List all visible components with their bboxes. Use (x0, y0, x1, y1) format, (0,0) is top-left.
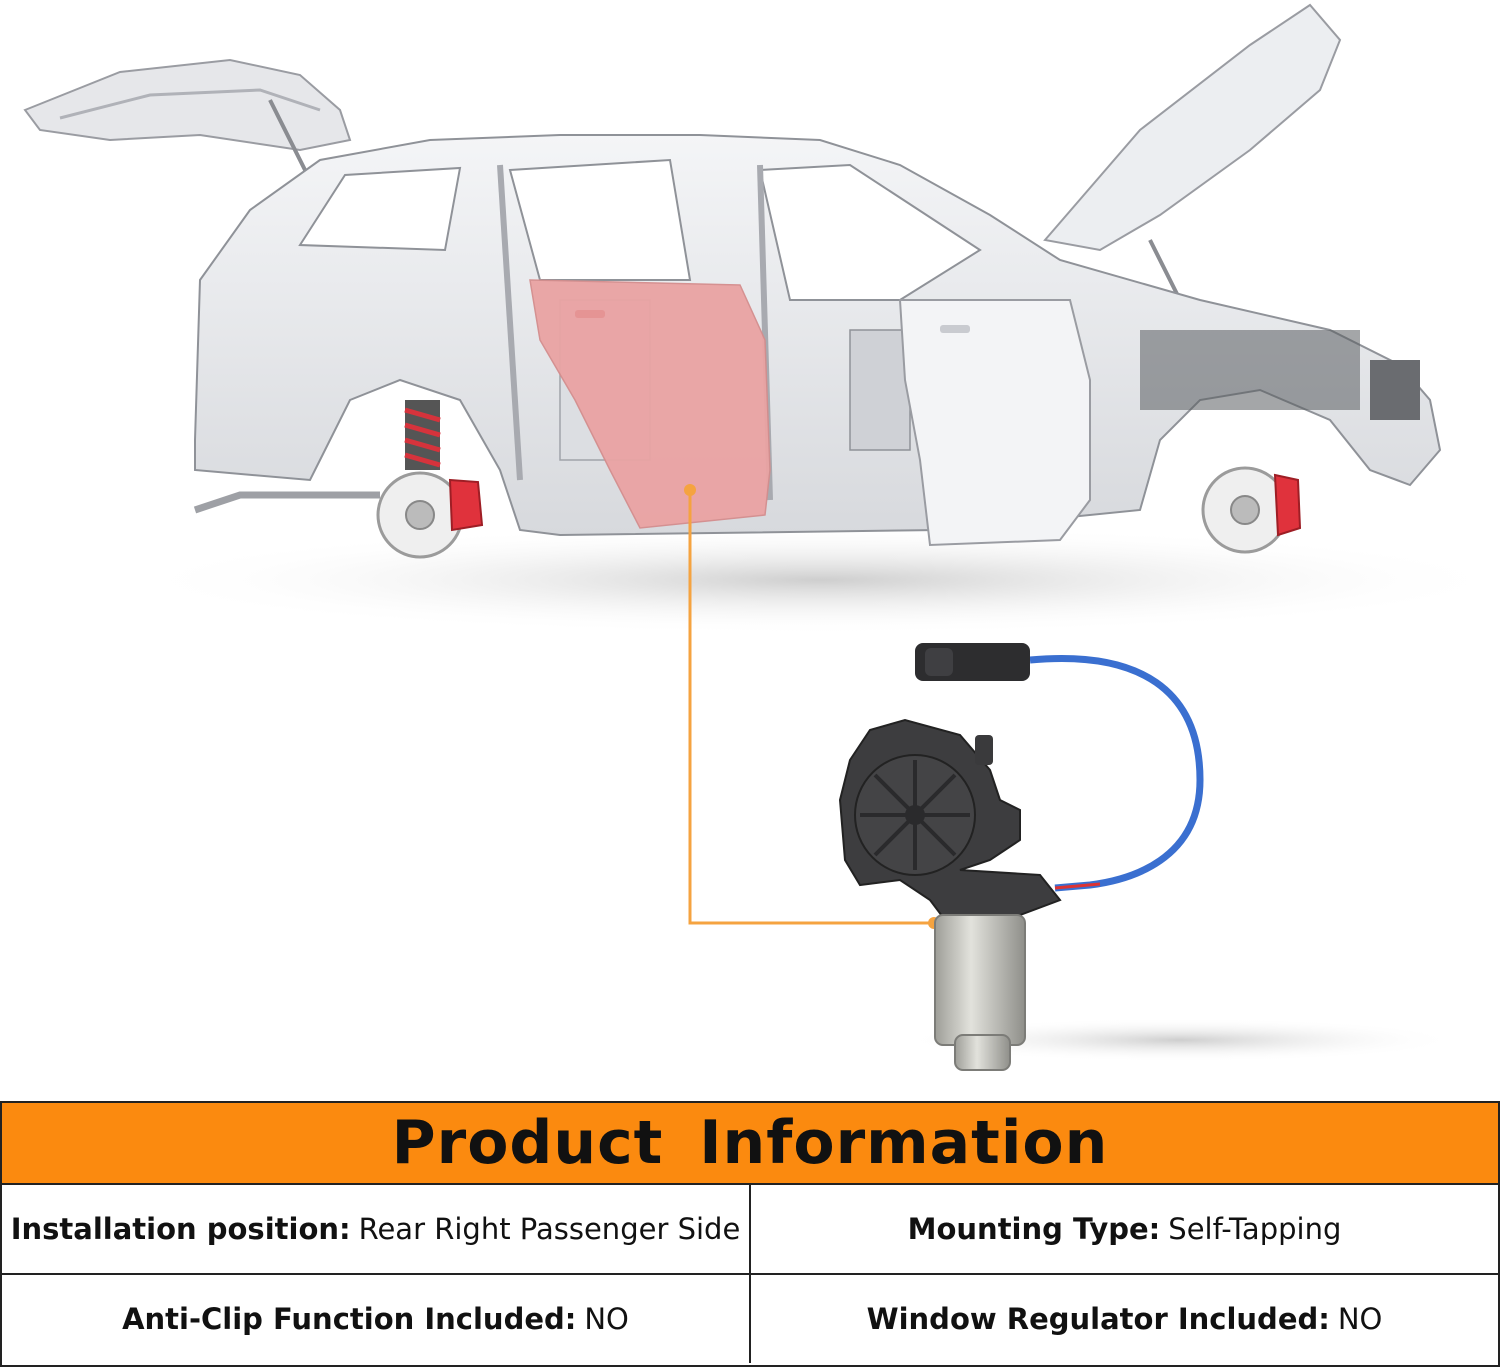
hood (1043, 3, 1342, 252)
mounting-type-cell: Mounting Type: Self-Tapping (751, 1185, 1498, 1273)
mounting-type-label: Mounting Type: (907, 1212, 1161, 1246)
motor-cable (1029, 655, 1204, 892)
anti-clip-value: NO (584, 1302, 629, 1336)
installation-position-label: Installation position: (10, 1212, 351, 1246)
info-row: Anti-Clip Function Included: NO Window R… (2, 1275, 1498, 1363)
product-info-header: Product Information (2, 1103, 1498, 1185)
leader-line (688, 490, 930, 925)
tailgate (23, 58, 352, 152)
window-motor (838, 643, 1204, 1071)
mounting-type-value: Self-Tapping (1168, 1212, 1342, 1246)
highlighted-rear-door (529, 279, 771, 529)
front-door-open (898, 299, 1091, 547)
product-info-table: Product Information Installation positio… (0, 1101, 1500, 1367)
rear-quarter-window (298, 166, 462, 252)
product-illustration (23, 3, 1500, 1071)
leader-dot-door (684, 484, 696, 496)
product-info-title: Product Information (391, 1108, 1109, 1178)
window-regulator-label: Window Regulator Included: (866, 1302, 1330, 1336)
car-shadow (120, 525, 1500, 635)
rear-door-frame (508, 158, 692, 281)
window-regulator-value: NO (1337, 1302, 1383, 1336)
installation-position-value: Rear Right Passenger Side (358, 1212, 741, 1246)
car-illustration (23, 3, 1442, 559)
motor-shadow (900, 1018, 1460, 1062)
anti-clip-cell: Anti-Clip Function Included: NO (2, 1275, 751, 1363)
motor-can (934, 914, 1026, 1046)
rear-brake-assembly (376, 400, 484, 559)
front-brake-assembly (1201, 466, 1302, 554)
anti-clip-label: Anti-Clip Function Included: (122, 1302, 577, 1336)
info-row: Installation position: Rear Right Passen… (2, 1185, 1498, 1275)
door-handle (575, 310, 605, 318)
window-regulator-cell: Window Regulator Included: NO (751, 1275, 1498, 1363)
front-door-frame (758, 163, 982, 301)
installation-position-cell: Installation position: Rear Right Passen… (2, 1185, 751, 1273)
